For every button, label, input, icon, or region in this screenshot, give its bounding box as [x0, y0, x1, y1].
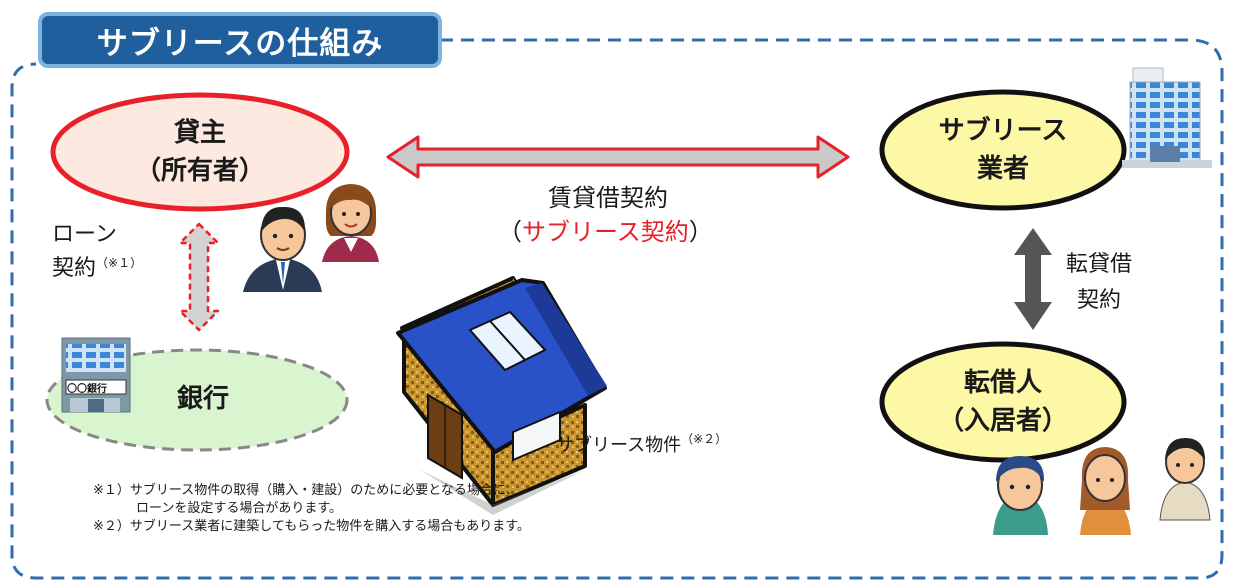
loan-arrow — [178, 222, 220, 332]
owner-label: 貸主 （所有者） — [120, 114, 280, 190]
loan-label-line2: 契約（※１） — [52, 250, 142, 282]
page-title: サブリースの仕組み — [38, 12, 442, 68]
office-building-icon — [1122, 67, 1212, 168]
tenant-woman-figure — [1080, 447, 1131, 535]
sublet-label-line1: 転貸借 — [1066, 252, 1133, 277]
footnote-1-line2: ローンを設定する場合があります。 — [136, 501, 343, 516]
bank-sign: 〇〇銀行 — [67, 384, 107, 395]
footnote-2: ※２）サブリース業者に建築してもらった物件を購入する場合もあります。 — [93, 519, 530, 534]
property-note-ref: （※２） — [681, 432, 728, 446]
paren-open: （ — [498, 218, 522, 246]
sublet-arrow — [1014, 228, 1052, 330]
businessman-figure — [243, 206, 322, 292]
tenant-label-line2: （入居者） — [937, 406, 1068, 436]
sublease-contract-label: （サブリース契約） — [498, 212, 713, 247]
sublease-property-house — [396, 276, 607, 515]
loan-note-ref: （※１） — [96, 256, 143, 270]
woman-figure — [322, 184, 379, 262]
owner-oval — [50, 92, 350, 212]
paren-close: ） — [688, 218, 713, 246]
tenant-label: 転借人 （入居者） — [920, 364, 1086, 440]
bank-label: 銀行 — [176, 384, 229, 414]
tenant-label-line1: 転借人 — [963, 368, 1042, 398]
property-label: サブリース物件（※２） — [556, 430, 727, 457]
loan-label-contract: 契約 — [52, 256, 97, 281]
owner-label-line2: （所有者） — [134, 156, 265, 186]
sublease-contract-red: サブリース契約 — [522, 218, 689, 246]
lease-arrow — [386, 135, 850, 179]
sublease-company-label: サブリース 業者 — [920, 112, 1086, 188]
lease-contract-label: 賃貸借契約 — [548, 184, 668, 212]
tenant-man-figure — [993, 456, 1048, 535]
owner-label-line1: 貸主 — [173, 118, 226, 148]
sublease-company-label-line2: 業者 — [976, 154, 1029, 184]
bank-building-icon — [61, 337, 131, 413]
dashed-frame — [10, 38, 1224, 580]
sublease-company-oval — [879, 89, 1127, 211]
sublease-company-label-line1: サブリース — [938, 116, 1068, 146]
tenant-student-figure — [1159, 438, 1211, 521]
tenant-oval — [879, 341, 1127, 463]
property-label-text: サブリース物件 — [556, 435, 682, 456]
footnote-1-line1: ※１）サブリース物件の取得（購入・建設）のために必要となる場合に、 — [93, 483, 519, 498]
loan-label-line1: ローン — [52, 222, 117, 247]
sublet-label-line2: 契約 — [1077, 288, 1122, 313]
